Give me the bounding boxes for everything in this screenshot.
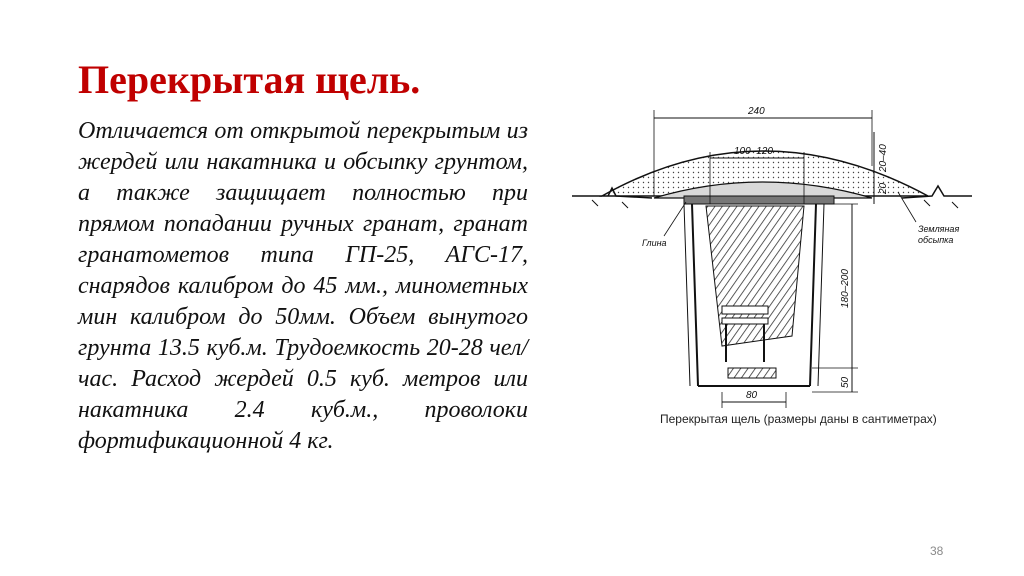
drainage-sump bbox=[727, 367, 777, 379]
dim-layer: 20 bbox=[878, 182, 889, 195]
dim-soil-cover: 20–40 bbox=[878, 144, 889, 173]
label-earth-cover-1: Земляная bbox=[918, 224, 959, 234]
dim-top-width: 240 bbox=[747, 106, 765, 117]
dim-bottom-width: 80 bbox=[746, 390, 758, 401]
figure-caption: Перекрытая щель (размеры даны в сантимет… bbox=[660, 412, 937, 426]
dim-inner-width: 100–120 bbox=[734, 146, 773, 157]
trench-diagram: 240 100–120 20–40 20 180–200 50 80 bbox=[572, 96, 972, 426]
label-clay: Глина bbox=[642, 238, 667, 248]
slide-number: 38 bbox=[930, 544, 944, 558]
label-earth-cover-2: обсыпка bbox=[918, 235, 953, 245]
bench bbox=[721, 305, 769, 362]
dim-floor: 50 bbox=[840, 376, 851, 388]
trench-walls bbox=[683, 203, 825, 387]
earth-mound bbox=[599, 150, 929, 197]
log-covering bbox=[683, 195, 835, 205]
slide-title: Перекрытая щель. bbox=[78, 57, 421, 102]
clay-layer bbox=[653, 181, 873, 199]
slide-body-text: Отличается от открытой перекрытым из жер… bbox=[78, 118, 528, 454]
dim-depth: 180–200 bbox=[840, 269, 851, 308]
trench-lining bbox=[705, 205, 805, 347]
